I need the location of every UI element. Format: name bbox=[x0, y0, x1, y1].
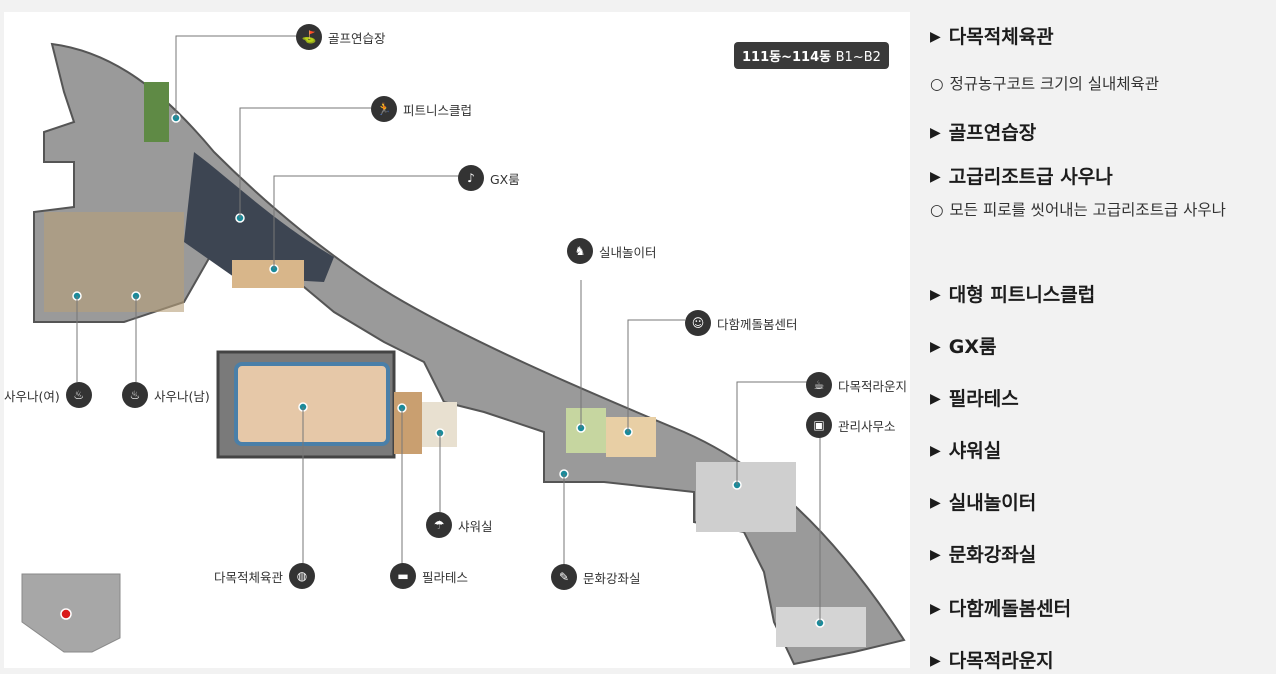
shower-icon: ☂ bbox=[426, 512, 452, 538]
triangle-bullet-icon: ▶ bbox=[930, 495, 941, 511]
gx-room bbox=[232, 260, 304, 288]
facility-heading-text: 대형 피트니스클럽 bbox=[948, 284, 1096, 306]
callout-label: 관리사무소 bbox=[838, 418, 896, 434]
gym-court bbox=[234, 362, 390, 446]
facility-heading: ▶ 다목적체육관 bbox=[930, 22, 1054, 49]
callout-label: 사우나(여) bbox=[4, 388, 60, 404]
callout-sauna_m: ♨ 사우나(남) bbox=[122, 382, 210, 408]
triangle-bullet-icon: ▶ bbox=[930, 169, 941, 185]
triangle-bullet-icon: ▶ bbox=[930, 287, 941, 303]
sauna-male-icon: ♨ bbox=[122, 382, 148, 408]
leader-lines bbox=[76, 35, 821, 623]
triangle-bullet-icon: ▶ bbox=[930, 443, 941, 459]
triangle-bullet-icon: ▶ bbox=[930, 339, 941, 355]
facility-heading: ▶ 필라테스 bbox=[930, 384, 1019, 411]
triangle-bullet-icon: ▶ bbox=[930, 125, 941, 141]
callout-lounge: ☕ 다목적라운지 bbox=[806, 372, 907, 398]
callout-label: 샤워실 bbox=[458, 518, 493, 534]
callout-label: 필라테스 bbox=[422, 569, 469, 585]
callout-kids: ♞ 실내놀이터 bbox=[567, 238, 657, 264]
facility-heading-text: 골프연습장 bbox=[948, 122, 1037, 144]
pilates-room bbox=[394, 392, 422, 454]
facility-description-text: 모든 피로를 씻어내는 고급리조트급 사우나 bbox=[949, 201, 1226, 219]
coffee-cup-icon: ☕ bbox=[806, 372, 832, 398]
facility-heading-text: 다목적체육관 bbox=[948, 26, 1054, 48]
facility-heading: ▶ 고급리조트급 사우나 bbox=[930, 162, 1113, 189]
callout-label: 실내놀이터 bbox=[599, 244, 657, 260]
callout-sauna_f: 사우나(여) ♨ bbox=[4, 382, 92, 408]
callout-label: GX룸 bbox=[490, 171, 520, 187]
facility-description: ○ 모든 피로를 씻어내는 고급리조트급 사우나 bbox=[930, 194, 1266, 226]
callout-care: ☺ 다함께돌봄센터 bbox=[685, 310, 798, 336]
triangle-bullet-icon: ▶ bbox=[930, 547, 941, 563]
callout-fitness: 🏃 피트니스클럽 bbox=[371, 96, 472, 122]
facility-heading-text: GX룸 bbox=[948, 336, 997, 358]
floor-plan-drawing bbox=[18, 35, 906, 666]
basketball-icon: ◍ bbox=[289, 563, 316, 589]
callout-label: 다함께돌봄센터 bbox=[717, 316, 798, 332]
golfer-icon: ⛳ bbox=[296, 24, 322, 50]
circle-bullet-icon: ○ bbox=[930, 75, 944, 93]
fitness-area bbox=[184, 152, 334, 282]
facility-heading-text: 다목적라운지 bbox=[948, 650, 1054, 672]
playroom bbox=[566, 408, 606, 453]
callout-culture: ✎ 문화강좌실 bbox=[551, 564, 641, 590]
callout-label: 사우나(남) bbox=[154, 388, 210, 404]
triangle-bullet-icon: ▶ bbox=[930, 653, 941, 669]
building-level-badge: 111동~114동 B1~B2 bbox=[734, 42, 889, 69]
facility-heading-text: 실내놀이터 bbox=[948, 492, 1037, 514]
callout-label: 다목적체육관 bbox=[214, 569, 284, 585]
facility-heading-text: 고급리조트급 사우나 bbox=[948, 166, 1113, 188]
callout-label: 다목적라운지 bbox=[838, 378, 908, 394]
golf-lanes bbox=[144, 82, 169, 142]
callout-label: 문화강좌실 bbox=[583, 570, 641, 586]
facility-heading: ▶ 샤워실 bbox=[930, 436, 1001, 463]
callout-office: ▣ 관리사무소 bbox=[806, 412, 896, 438]
care-center bbox=[606, 417, 656, 457]
callout-gx: ♪ GX룸 bbox=[458, 165, 520, 191]
facility-heading: ▶ 다함께돌봄센터 bbox=[930, 594, 1071, 621]
callout-label: 피트니스클럽 bbox=[403, 102, 473, 118]
dancer-icon: ♪ bbox=[458, 165, 484, 191]
sauna-female-icon: ♨ bbox=[65, 382, 92, 408]
lounge-area bbox=[696, 462, 796, 532]
callout-golf: ⛳ 골프연습장 bbox=[296, 24, 386, 50]
facility-heading: ▶ 대형 피트니스클럽 bbox=[930, 280, 1095, 307]
facility-heading-text: 문화강좌실 bbox=[948, 544, 1037, 566]
facility-heading-text: 샤워실 bbox=[948, 440, 1002, 462]
classroom-icon: ✎ bbox=[551, 564, 577, 590]
sauna-rooms bbox=[44, 212, 184, 312]
triangle-bullet-icon: ▶ bbox=[930, 391, 941, 407]
facility-heading: ▶ 다목적라운지 bbox=[930, 646, 1054, 673]
facility-list: ▶ 다목적체육관 ○ 정규농구코트 크기의 실내체육관 ▶ 골프연습장 ▶ 고급리조트급 사우… bbox=[930, 0, 1274, 674]
current-location-marker bbox=[60, 608, 72, 620]
callout-label: 골프연습장 bbox=[328, 30, 386, 46]
facility-heading-text: 필라테스 bbox=[948, 388, 1019, 410]
folder-icon: ▬ bbox=[390, 563, 416, 589]
facility-description: ○ 정규농구코트 크기의 실내체육관 bbox=[930, 68, 1159, 100]
circle-bullet-icon: ○ bbox=[930, 201, 944, 219]
facility-heading: ▶ 문화강좌실 bbox=[930, 540, 1036, 567]
location-dots bbox=[72, 113, 825, 628]
triangle-bullet-icon: ▶ bbox=[930, 29, 941, 45]
teddy-bear-icon: ☺ bbox=[685, 310, 711, 336]
treadmill-icon: 🏃 bbox=[371, 96, 397, 122]
facility-heading: ▶ GX룸 bbox=[930, 332, 997, 359]
facility-heading-text: 다함께돌봄센터 bbox=[948, 598, 1072, 620]
triangle-bullet-icon: ▶ bbox=[930, 601, 941, 617]
callout-pilates: ▬ 필라테스 bbox=[390, 563, 468, 589]
facility-heading: ▶ 실내놀이터 bbox=[930, 488, 1036, 515]
office-people-icon: ▣ bbox=[806, 412, 832, 438]
floor-plan-map: 111동~114동 B1~B2 bbox=[4, 12, 910, 668]
facility-description-text: 정규농구코트 크기의 실내체육관 bbox=[949, 75, 1160, 93]
callout-gym: 다목적체육관 ◍ bbox=[214, 563, 316, 589]
facility-heading: ▶ 골프연습장 bbox=[930, 118, 1036, 145]
rocking-horse-icon: ♞ bbox=[567, 238, 593, 264]
callout-shower: ☂ 샤워실 bbox=[426, 512, 493, 538]
